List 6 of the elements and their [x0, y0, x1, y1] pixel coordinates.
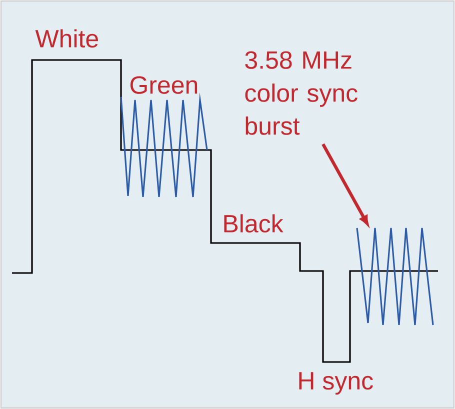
callout-text: 3.58 MHz color sync burst — [245, 51, 358, 135]
signal-label: White — [35, 29, 98, 48]
color-burst-drawing — [356, 227, 434, 326]
signal-label: H sync — [299, 372, 373, 395]
signal-label: Black — [224, 214, 284, 233]
signal-label: Green — [130, 76, 198, 94]
